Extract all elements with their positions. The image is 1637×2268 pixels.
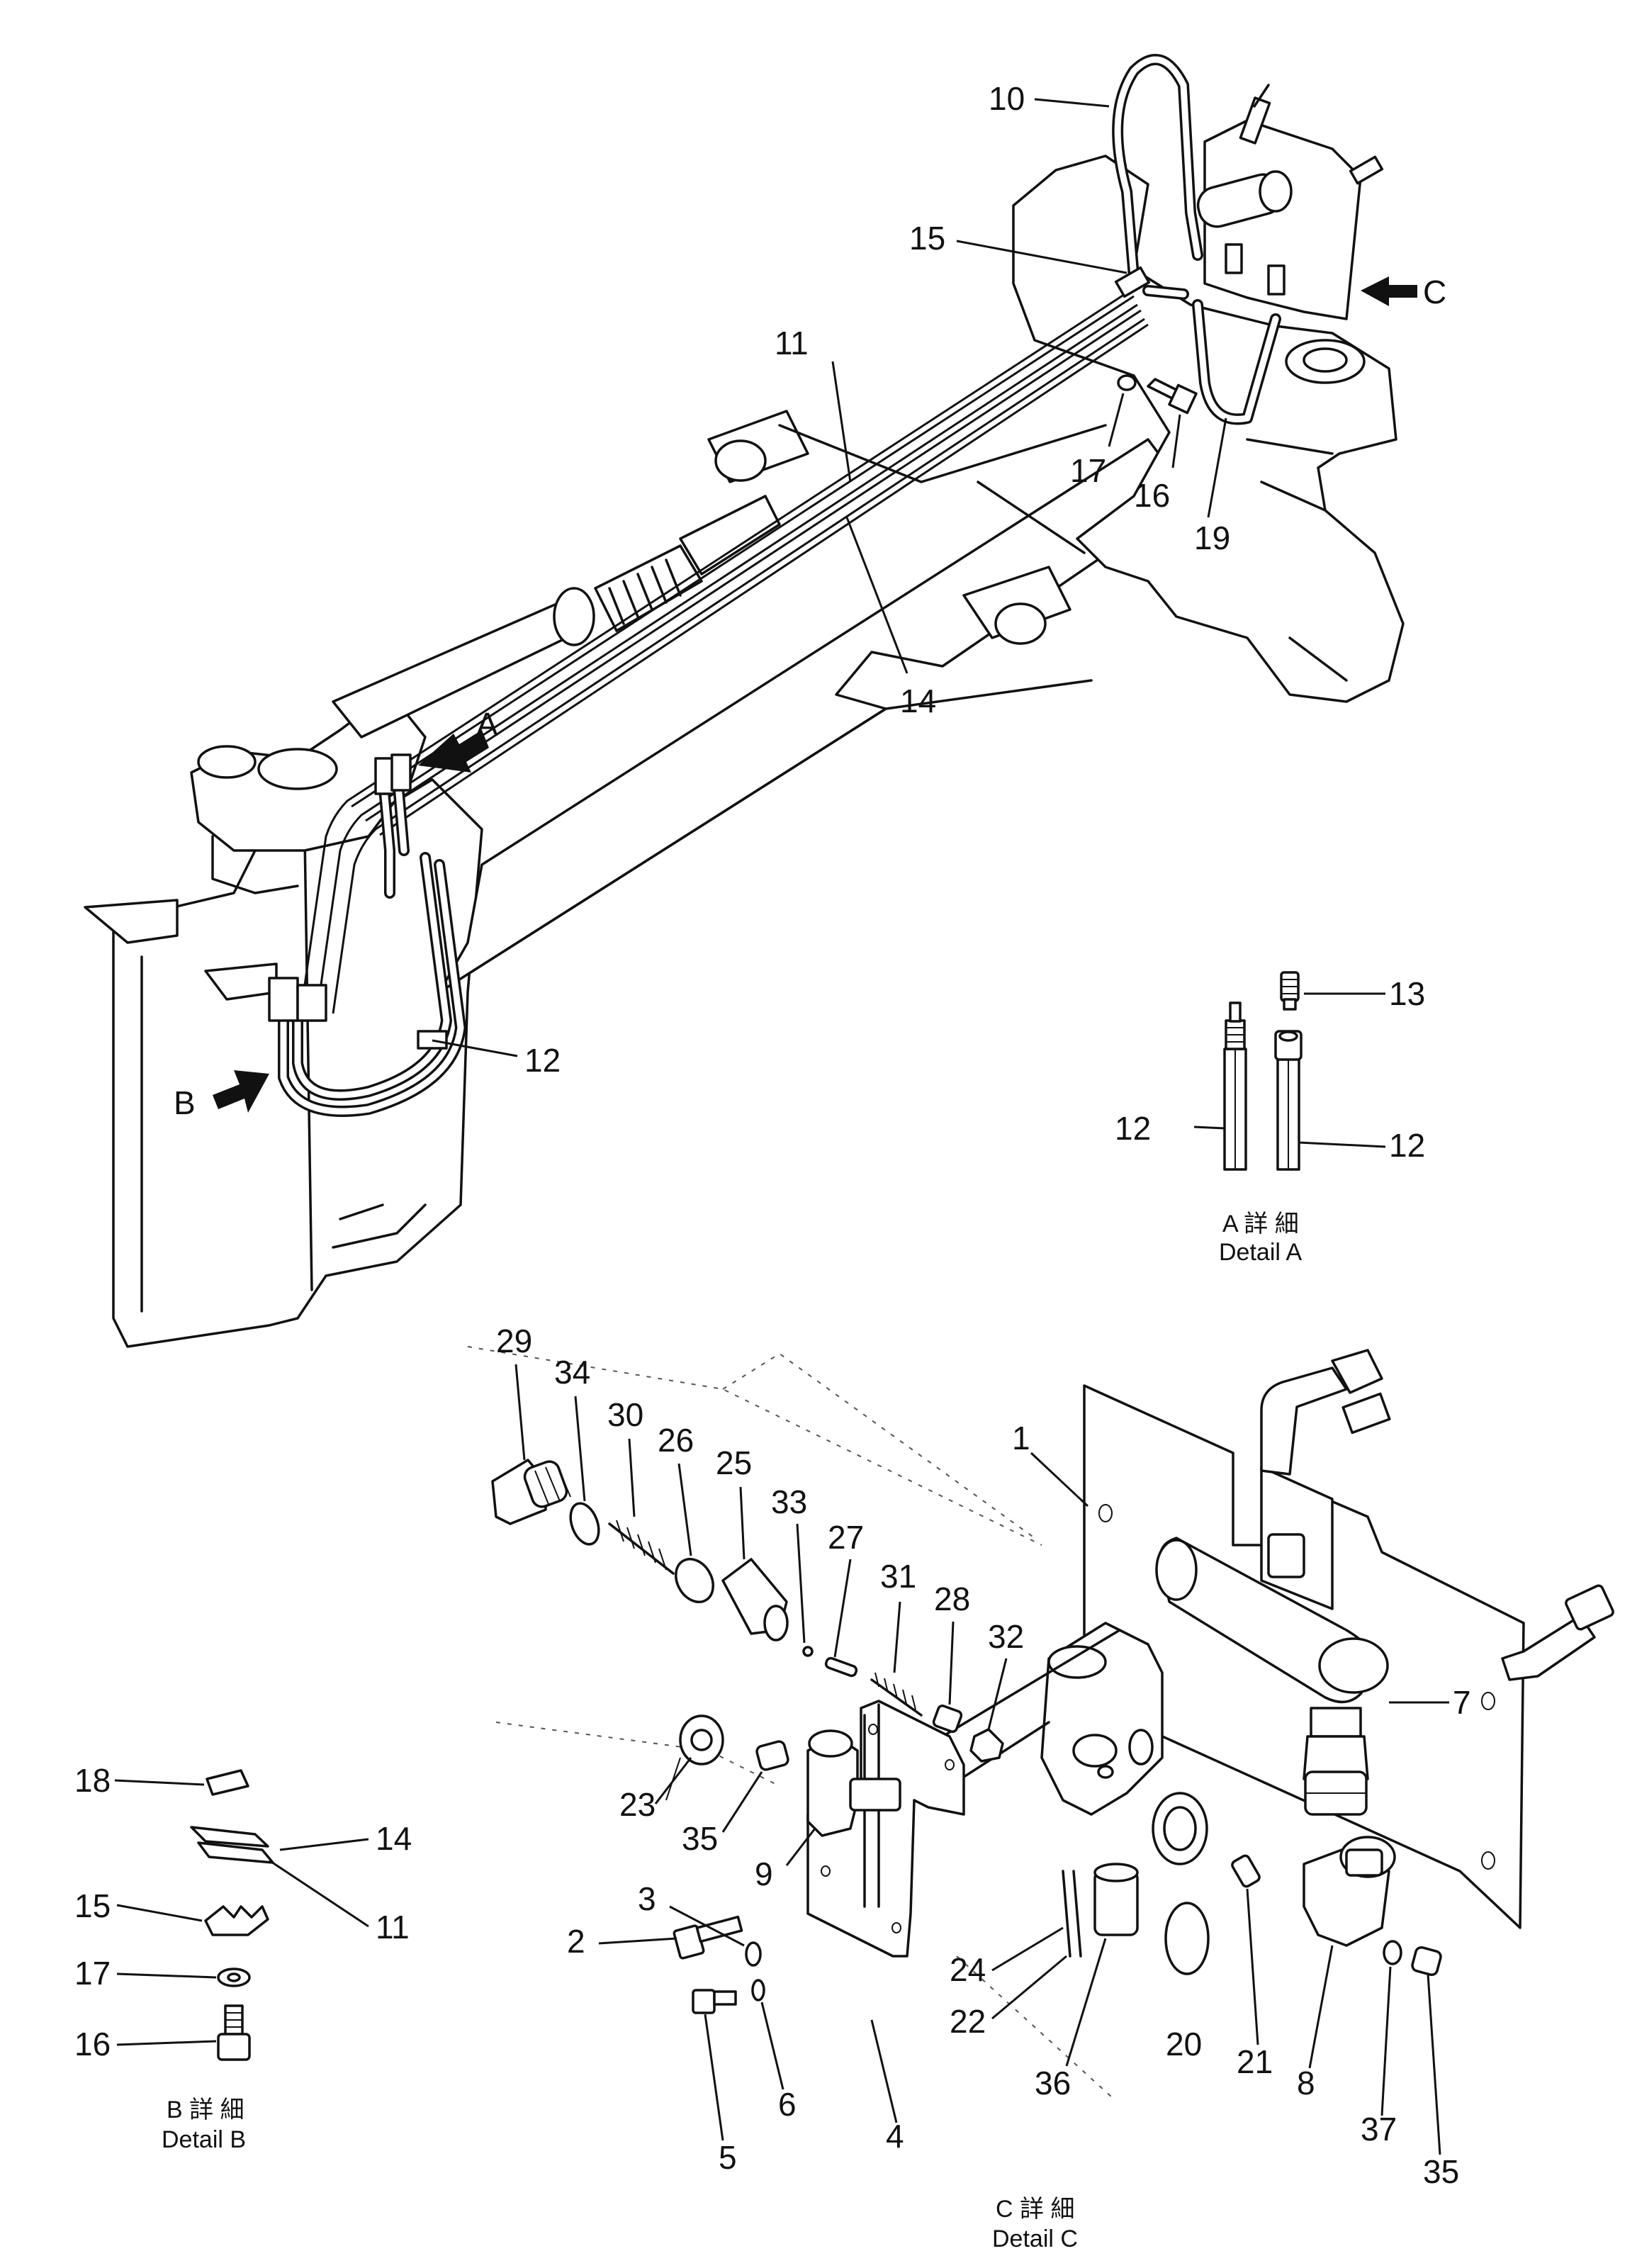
callout-b-18: 18 — [74, 1762, 111, 1799]
callout-c-36: 36 — [1035, 2065, 1071, 2101]
callout-14: 14 — [900, 683, 936, 719]
callout-16: 16 — [1134, 477, 1170, 514]
callout-c-9: 9 — [755, 1856, 773, 1892]
view-arrow-b — [213, 1070, 269, 1113]
detail-c: 29 34 30 26 25 33 27 31 28 32 1 7 23 35 … — [467, 1323, 1614, 2252]
callout-c-4: 4 — [886, 2118, 904, 2155]
callout-c-35-left: 35 — [682, 1820, 718, 1857]
callout-c-3: 3 — [638, 1880, 656, 1917]
callout-c-1: 1 — [1012, 1420, 1030, 1456]
callout-c-7: 7 — [1453, 1684, 1471, 1721]
callout-10: 10 — [989, 80, 1025, 117]
callout-c-25: 25 — [716, 1444, 752, 1481]
callout-c-33: 33 — [771, 1483, 807, 1520]
callout-c-22: 22 — [950, 2003, 986, 2040]
callout-c-21: 21 — [1237, 2043, 1273, 2080]
callout-b-17: 17 — [74, 1955, 111, 1992]
view-label-b: B — [174, 1084, 196, 1121]
callout-12: 12 — [524, 1042, 561, 1079]
callout-b-16: 16 — [74, 2026, 111, 2062]
callout-c-23: 23 — [619, 1786, 656, 1823]
pipe-11 — [303, 289, 1131, 986]
detail-b-caption: Detail B — [162, 2126, 246, 2153]
callout-c-34: 34 — [554, 1354, 590, 1391]
view-arrows: A B C — [174, 274, 1446, 1121]
callout-c-8: 8 — [1297, 2065, 1315, 2101]
callout-17: 17 — [1070, 452, 1106, 489]
callout-11: 11 — [775, 325, 809, 361]
callout-c-5: 5 — [719, 2139, 737, 2176]
callout-c-20: 20 — [1166, 2026, 1202, 2062]
callout-19: 19 — [1194, 520, 1230, 556]
view-arrow-a — [418, 730, 489, 773]
callout-c-35-right: 35 — [1423, 2153, 1459, 2190]
main-callouts: 10 15 11 17 16 19 14 12 — [432, 80, 1230, 1079]
callout-b-11: 11 — [376, 1909, 410, 1946]
callout-c-32: 32 — [988, 1618, 1024, 1655]
callout-c-24: 24 — [950, 1951, 986, 1988]
main-beam — [438, 438, 1192, 994]
callout-c-6: 6 — [778, 2086, 797, 2123]
detail-c-caption-cjk: C 詳 細 — [996, 2196, 1074, 2223]
pipe-14 — [317, 303, 1138, 1000]
detail-a-caption: Detail A — [1219, 1239, 1302, 1266]
callout-a-13: 13 — [1389, 975, 1425, 1012]
callout-b-15: 15 — [74, 1887, 111, 1924]
detail-b: 18 14 15 11 17 16 B 詳 細 Detail B — [74, 1762, 412, 2153]
bracket-4 — [806, 1700, 965, 1958]
callout-c-37: 37 — [1361, 2111, 1397, 2148]
callout-c-31: 31 — [880, 1558, 916, 1595]
detail-a-caption-cjk: A 詳 細 — [1222, 1211, 1299, 1237]
callout-c-29: 29 — [496, 1323, 532, 1359]
view-arrow-c — [1361, 276, 1417, 306]
detail-c-caption: Detail C — [992, 2225, 1078, 2252]
callout-c-30: 30 — [607, 1396, 643, 1433]
callout-15: 15 — [909, 220, 945, 257]
callout-c-27: 27 — [828, 1519, 864, 1556]
detail-a: 13 12 12 A 詳 細 Detail A — [1115, 971, 1425, 1266]
callout-b-14: 14 — [376, 1820, 412, 1857]
callout-a-12-right: 12 — [1389, 1127, 1425, 1164]
view-label-a: A — [476, 706, 498, 743]
callout-c-26: 26 — [658, 1422, 694, 1459]
valve-block — [1203, 119, 1362, 320]
callout-c-2: 2 — [567, 1923, 585, 1960]
view-label-c: C — [1423, 274, 1446, 310]
callout-c-28: 28 — [934, 1581, 970, 1617]
callout-a-12-left: 12 — [1115, 1110, 1151, 1147]
detail-b-caption-cjk: B 詳 細 — [167, 2096, 244, 2123]
main-assembly — [84, 54, 1405, 1348]
